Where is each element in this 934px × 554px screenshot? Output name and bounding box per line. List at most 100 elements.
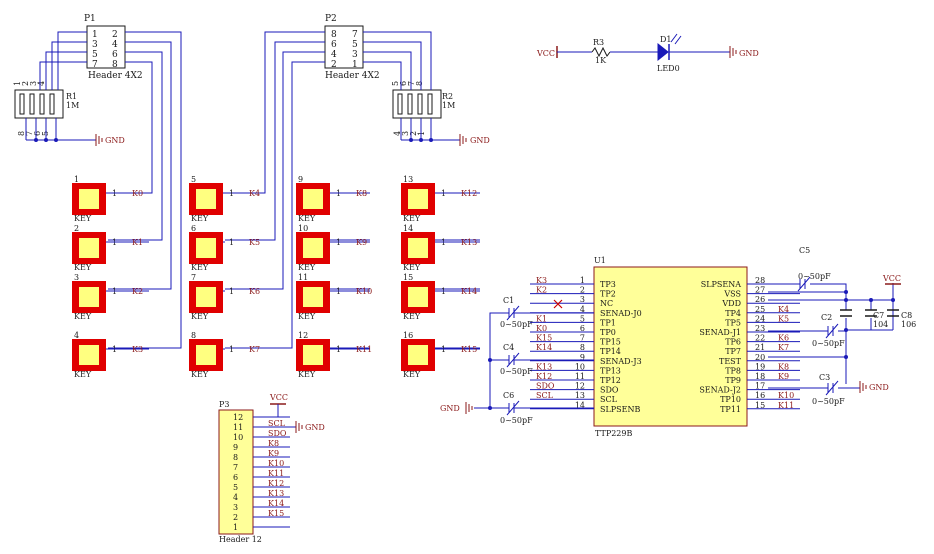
u1-pin-number: 6 bbox=[580, 324, 585, 333]
u1-pin-name: SENAD-J3 bbox=[600, 357, 642, 366]
wire-p1-1 bbox=[57, 31, 87, 90]
gnd-r1: GND bbox=[95, 134, 125, 146]
u1-net-label: SCL bbox=[536, 391, 554, 400]
u1-pin-name: TP6 bbox=[725, 338, 741, 347]
key-pad-inner bbox=[79, 287, 99, 307]
r1-elem-2 bbox=[29, 93, 35, 115]
key-number: 10 bbox=[298, 224, 308, 233]
u1-pin-number: 24 bbox=[755, 314, 765, 323]
wire-p1-2-k3 bbox=[125, 31, 182, 349]
r2-pin-2: 2 bbox=[409, 131, 418, 136]
u1-pin-number: 16 bbox=[755, 391, 765, 400]
wire-p2-7 bbox=[363, 31, 432, 90]
u1-net-label: K10 bbox=[778, 391, 794, 400]
junctions-top bbox=[34, 138, 433, 142]
key-net-label: K15 bbox=[461, 345, 477, 354]
wire-p1-6-k1 bbox=[125, 51, 163, 241]
wires-p1 bbox=[25, 31, 182, 349]
key-label: KEY bbox=[74, 263, 92, 272]
u1-pin-number: 22 bbox=[755, 334, 765, 343]
u1-pin-name: TEST bbox=[719, 357, 742, 366]
key-label: KEY bbox=[74, 370, 92, 379]
key-pad-inner bbox=[408, 287, 428, 307]
p3-body bbox=[218, 409, 254, 535]
p3-net-label: K13 bbox=[268, 489, 284, 498]
c8-ref: C8 bbox=[901, 311, 912, 320]
wire-p1-4-k2 bbox=[125, 41, 172, 290]
key-number: 6 bbox=[191, 224, 196, 233]
key-label: KEY bbox=[403, 214, 421, 223]
junction bbox=[429, 138, 433, 142]
wire-decoupling bbox=[845, 300, 894, 330]
r1-pin-7: 7 bbox=[25, 131, 34, 136]
p1-ref: P1 bbox=[84, 14, 96, 24]
r1-elem-3 bbox=[39, 93, 45, 115]
p2-ref: P2 bbox=[325, 14, 337, 24]
key-net-label: K11 bbox=[356, 345, 372, 354]
r1-pin-1: 1 bbox=[13, 81, 22, 86]
u1-net-label: K5 bbox=[778, 314, 789, 323]
key-label: KEY bbox=[191, 312, 209, 321]
key-label: KEY bbox=[74, 214, 92, 223]
r3-ref: R3 bbox=[593, 38, 604, 47]
p3-name: Header 12 bbox=[219, 535, 262, 544]
u1-pin-name: SENAD-J1 bbox=[699, 328, 741, 337]
key-net-label: K12 bbox=[461, 189, 477, 198]
wire-keys-col3 bbox=[328, 192, 370, 349]
key-net-label: K2 bbox=[132, 287, 143, 296]
u1-pin-number: 7 bbox=[580, 334, 585, 343]
key-net-label: K4 bbox=[249, 189, 260, 198]
u1-pin-name: TP15 bbox=[600, 338, 621, 347]
p2-pin-l4: 2 bbox=[331, 60, 337, 70]
r1-pin-4: 4 bbox=[37, 81, 46, 86]
key-number: 13 bbox=[403, 175, 413, 184]
r3-value: 1K bbox=[595, 56, 607, 65]
wire-c5 bbox=[768, 283, 847, 300]
c6-ref: C6 bbox=[503, 391, 514, 400]
u1-pin-number: 19 bbox=[755, 362, 765, 371]
key-pad-inner bbox=[303, 238, 323, 258]
u1-pin-name: TP12 bbox=[600, 376, 621, 385]
wire-p1-8-k0 bbox=[108, 61, 153, 194]
gnd-icon bbox=[95, 134, 103, 146]
u1-pin-name: SCL bbox=[600, 395, 618, 404]
key-number: 14 bbox=[403, 224, 413, 233]
r2-pin-3: 3 bbox=[401, 131, 410, 136]
p3-net-label: SCL bbox=[268, 419, 286, 428]
c1-value: 0~50pF bbox=[500, 320, 533, 329]
u1-pin-name: VSS bbox=[723, 290, 741, 299]
key-pad-inner bbox=[303, 345, 323, 365]
c2-ref: C2 bbox=[821, 313, 832, 322]
p1-pin-r3: 6 bbox=[112, 50, 118, 60]
p3-net-label: K11 bbox=[268, 469, 284, 478]
u1-pin-name: TP3 bbox=[600, 280, 616, 289]
r1-pin-3: 3 bbox=[29, 81, 38, 86]
wire-p2-2-k7 bbox=[225, 61, 325, 349]
u1-right-gnd-label: GND bbox=[869, 383, 889, 392]
key-label: KEY bbox=[74, 312, 92, 321]
r2-pin-5: 5 bbox=[391, 81, 400, 86]
c2-value: 0~50pF bbox=[812, 339, 845, 348]
r2-body bbox=[392, 89, 442, 119]
u1-net-label: K4 bbox=[778, 305, 789, 314]
u1-pin-name: NC bbox=[600, 299, 613, 308]
u1-net-label: K9 bbox=[778, 372, 789, 381]
u1-pin-number: 17 bbox=[755, 382, 765, 391]
wire-r1-bottom bbox=[25, 118, 57, 140]
junction bbox=[44, 138, 48, 142]
